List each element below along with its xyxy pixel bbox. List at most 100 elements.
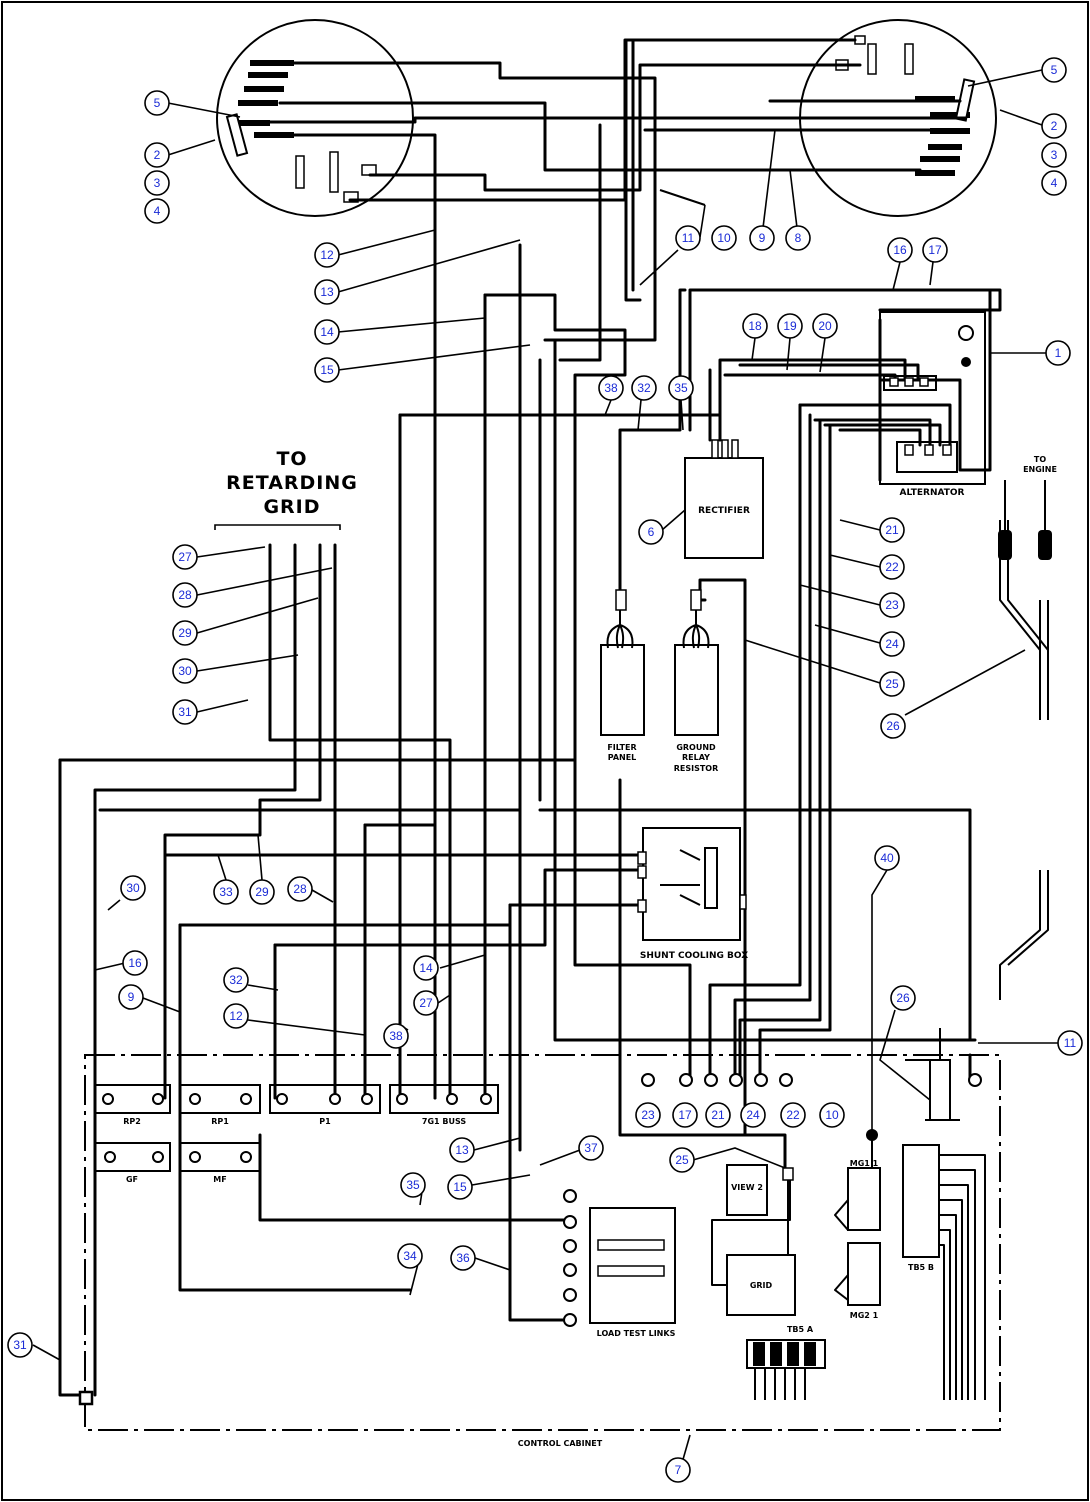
callout-28-mid: 28: [287, 876, 313, 902]
view-label: VIEW 2: [731, 1183, 763, 1192]
svg-text:10: 10: [825, 1108, 839, 1122]
callout-14-mid: 14: [413, 955, 439, 981]
callout-29-mid: 29: [249, 879, 275, 905]
mf-label: MF: [213, 1175, 226, 1184]
callout-3-left: 3: [144, 170, 170, 196]
callout-20: 20: [812, 313, 838, 339]
svg-text:22: 22: [885, 560, 899, 574]
callout-15-top: 15: [314, 357, 340, 383]
to-engine-word: ENGINE: [1023, 465, 1057, 474]
svg-text:27: 27: [419, 996, 433, 1010]
contactor-rp2: [94, 1084, 171, 1114]
callout-29-left: 29: [172, 620, 198, 646]
svg-text:14: 14: [320, 325, 334, 339]
ground-relay-resistor: GROUND RELAY RESISTOR: [674, 589, 719, 773]
svg-text:12: 12: [320, 248, 334, 262]
callout-8: 8: [785, 225, 811, 251]
callout-24-cab: 24: [740, 1102, 766, 1128]
callout-21-right: 21: [879, 517, 905, 543]
svg-text:34: 34: [403, 1249, 417, 1263]
svg-text:38: 38: [604, 381, 618, 395]
svg-text:2: 2: [154, 148, 161, 162]
svg-text:26: 26: [896, 991, 910, 1005]
callout-9-top: 9: [749, 225, 775, 251]
callout-28-left: 28: [172, 582, 198, 608]
svg-text:3: 3: [1051, 148, 1058, 162]
callout-23-cab: 23: [635, 1102, 661, 1128]
svg-text:5: 5: [154, 96, 161, 110]
retarding-grid-label: TO RETARDING GRID: [214, 448, 358, 530]
svg-text:26: 26: [886, 719, 900, 733]
load-test-links: [589, 1207, 676, 1324]
callout-15-cab: 15: [447, 1174, 473, 1200]
view-box: [726, 1164, 768, 1216]
callout-16-mid: 16: [122, 950, 148, 976]
svg-text:20: 20: [818, 319, 832, 333]
svg-text:1: 1: [1055, 346, 1062, 360]
svg-text:4: 4: [154, 204, 161, 218]
alternator-label: ALTERNATOR: [900, 488, 965, 498]
callout-33: 33: [213, 879, 239, 905]
contactor-rp1: [179, 1084, 261, 1114]
svg-text:16: 16: [128, 956, 142, 970]
callout-9-mid: 9: [118, 984, 144, 1010]
svg-text:23: 23: [641, 1108, 655, 1122]
to-engine-to: TO: [1034, 455, 1046, 464]
callout-5-left: 5: [144, 90, 170, 116]
svg-text:21: 21: [885, 523, 899, 537]
svg-text:4: 4: [1051, 176, 1058, 190]
callout-2-right: 2: [1041, 113, 1067, 139]
svg-text:18: 18: [748, 319, 762, 333]
svg-text:9: 9: [128, 990, 135, 1004]
tbus-label: 7G1 BUSS: [422, 1117, 466, 1126]
callout-26-mid: 26: [890, 985, 916, 1011]
motor-interconnect-wires: [258, 38, 967, 1100]
cabinet-resistor: [929, 1059, 951, 1121]
shunt-cooling-box-label: SHUNT COOLING BOX: [640, 951, 748, 961]
gf-label: GF: [126, 1175, 138, 1184]
callout-5-right: 5: [1041, 57, 1067, 83]
svg-text:5: 5: [1051, 63, 1058, 77]
svg-text:15: 15: [320, 363, 334, 377]
callout-21-cab: 21: [705, 1102, 731, 1128]
callout-1: 1: [1045, 340, 1071, 366]
callout-3-right: 3: [1041, 142, 1067, 168]
mg2-box: [847, 1242, 881, 1306]
load-test-links-label: LOAD TEST LINKS: [597, 1329, 676, 1338]
callout-7: 7: [665, 1457, 691, 1483]
contactor-gf: [94, 1142, 171, 1172]
svg-text:17: 17: [928, 243, 942, 257]
callout-2-left: 2: [144, 142, 170, 168]
callout-22-cab: 22: [780, 1102, 806, 1128]
svg-text:2: 2: [1051, 119, 1058, 133]
callout-4-left: 4: [144, 198, 170, 224]
mg2-label: MG2 1: [850, 1311, 879, 1320]
bus-tg1: [389, 1084, 499, 1114]
svg-text:30: 30: [178, 664, 192, 678]
contactor-mf: [179, 1142, 261, 1172]
callout-26-right: 26: [880, 713, 906, 739]
p1-label: P1: [319, 1117, 331, 1126]
terminal-block-right: [902, 1144, 940, 1258]
svg-text:23: 23: [885, 598, 899, 612]
svg-text:3: 3: [154, 176, 161, 190]
svg-text:25: 25: [885, 677, 899, 691]
callout-10-top: 10: [711, 225, 737, 251]
callout-27-left: 27: [172, 544, 198, 570]
to-engine-label: TO ENGINE: [1023, 455, 1057, 474]
callout-22-right: 22: [879, 554, 905, 580]
callout-12-top: 12: [314, 242, 340, 268]
retarding-grid-grid: GRID: [263, 496, 320, 518]
callout-38-top: 38: [598, 375, 624, 401]
svg-text:38: 38: [389, 1029, 403, 1043]
callout-19: 19: [777, 313, 803, 339]
retarding-grid-to: TO: [276, 448, 307, 470]
retarding-grid-word: RETARDING: [226, 472, 358, 494]
mg1-label: MG1 1: [850, 1159, 879, 1168]
svg-text:24: 24: [746, 1108, 760, 1122]
callout-23-right: 23: [879, 592, 905, 618]
control-cabinet: CONTROL CABINET RP2 RP1 P1 7G1 BUSS GF M…: [78, 1028, 1001, 1448]
svg-text:32: 32: [637, 381, 651, 395]
mg1-box: [847, 1167, 881, 1231]
callout-13-cab: 13: [449, 1137, 475, 1163]
